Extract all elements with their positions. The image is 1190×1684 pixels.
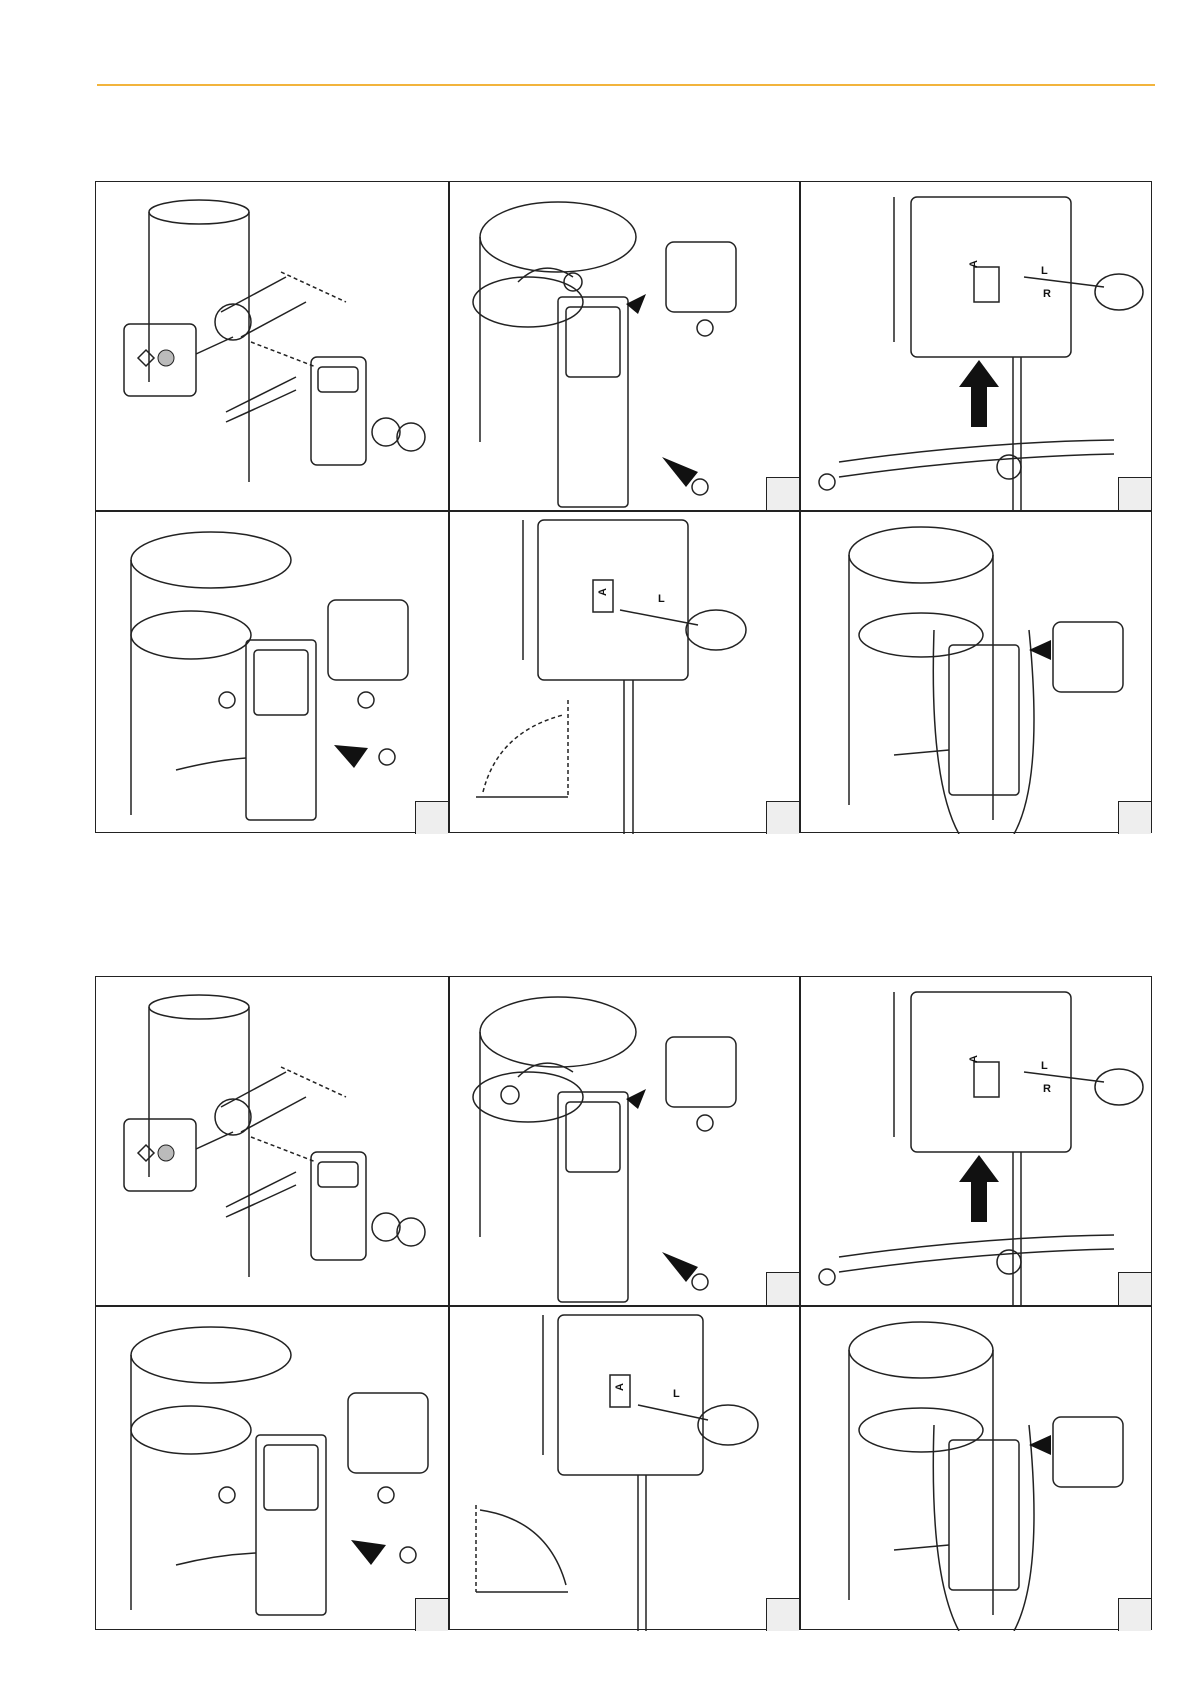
panel-tighten-nut (96, 1305, 448, 1631)
panel-set-angle-drawing: A L (448, 1305, 799, 1631)
svg-text:R: R (1043, 1083, 1051, 1095)
step-number-box (415, 1598, 448, 1631)
illustration-grid-bottom: A L R (95, 976, 1152, 1630)
svg-text:A: A (968, 1055, 980, 1063)
panel-weather-protection-drawing (799, 510, 1151, 834)
panel-set-angle: A L (448, 510, 799, 834)
step-number-box (766, 477, 799, 510)
svg-text:L: L (1041, 1060, 1048, 1072)
svg-text:R: R (1043, 288, 1051, 300)
step-number-box (766, 1272, 799, 1305)
svg-text:A: A (968, 260, 980, 268)
panel-mount-actuator-drawing (448, 977, 799, 1305)
step-number-box (1118, 1272, 1151, 1305)
step-number-box (1118, 801, 1151, 834)
svg-text:L: L (658, 593, 665, 605)
panel-set-angle-drawing: A L (448, 510, 799, 834)
panel-mount-actuator (448, 977, 799, 1305)
step-number-box (415, 801, 448, 834)
panel-tighten-nut-drawing (96, 510, 448, 834)
panel-set-direction: A L R (799, 977, 1151, 1305)
panel-mount-actuator-drawing (448, 182, 799, 510)
panel-set-direction-drawing: A L R (799, 182, 1151, 510)
svg-text:L: L (1041, 265, 1048, 277)
panel-weather-protection-drawing (799, 1305, 1151, 1631)
illustration-grid-top: A L R (95, 181, 1152, 833)
panel-measure-shaft (96, 182, 448, 510)
svg-text:A: A (597, 588, 609, 596)
panel-set-angle: A L (448, 1305, 799, 1631)
panel-set-direction: A L R (799, 182, 1151, 510)
panel-weather-protection (799, 1305, 1151, 1631)
panel-measure-shaft (96, 977, 448, 1305)
panel-set-direction-drawing: A L R (799, 977, 1151, 1305)
step-number-box (1118, 1598, 1151, 1631)
panel-weather-protection (799, 510, 1151, 834)
panel-measure-shaft-drawing (96, 182, 448, 510)
panel-tighten-nut-drawing (96, 1305, 448, 1631)
step-number-box (766, 1598, 799, 1631)
header-rule (97, 84, 1155, 86)
step-number-box (766, 801, 799, 834)
svg-text:L: L (673, 1388, 680, 1400)
panel-measure-shaft-drawing (96, 977, 448, 1305)
step-number-box (1118, 477, 1151, 510)
panel-tighten-nut (96, 510, 448, 834)
svg-text:A: A (614, 1383, 626, 1391)
panel-mount-actuator (448, 182, 799, 510)
